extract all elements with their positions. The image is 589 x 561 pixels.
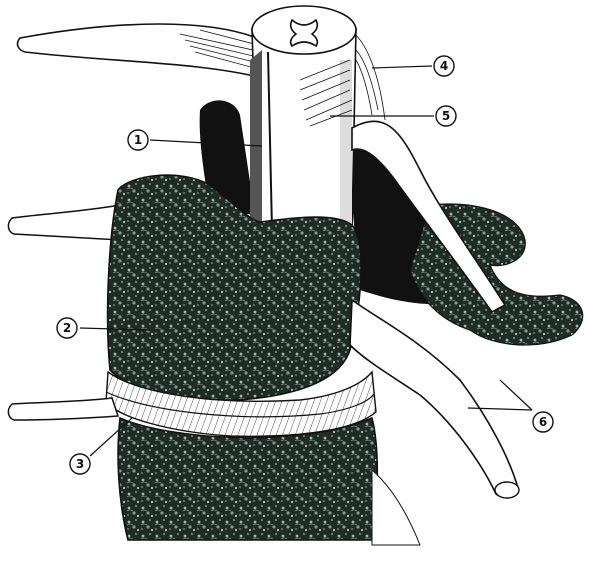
svg-text:2: 2: [63, 321, 71, 335]
svg-text:4: 4: [440, 59, 448, 73]
middle-left-nerve-root: [8, 205, 120, 240]
lower-soft-tissue: [372, 470, 420, 545]
svg-text:1: 1: [134, 133, 142, 147]
upper-left-nerve-root: [18, 24, 262, 78]
callout-1: 1: [128, 130, 148, 150]
callout-3: 3: [70, 454, 90, 474]
callout-4: 4: [434, 56, 454, 76]
callout-6: 6: [533, 412, 553, 432]
cord-shading: [250, 50, 262, 228]
svg-text:5: 5: [442, 109, 450, 123]
lower-left-nerve-root: [8, 398, 118, 420]
lower-nerve-end: [495, 482, 519, 498]
callout-2: 2: [57, 318, 77, 338]
callout-5: 5: [436, 106, 456, 126]
cord-right-shading: [340, 60, 352, 228]
svg-text:6: 6: [539, 415, 547, 429]
svg-text:3: 3: [76, 457, 84, 471]
